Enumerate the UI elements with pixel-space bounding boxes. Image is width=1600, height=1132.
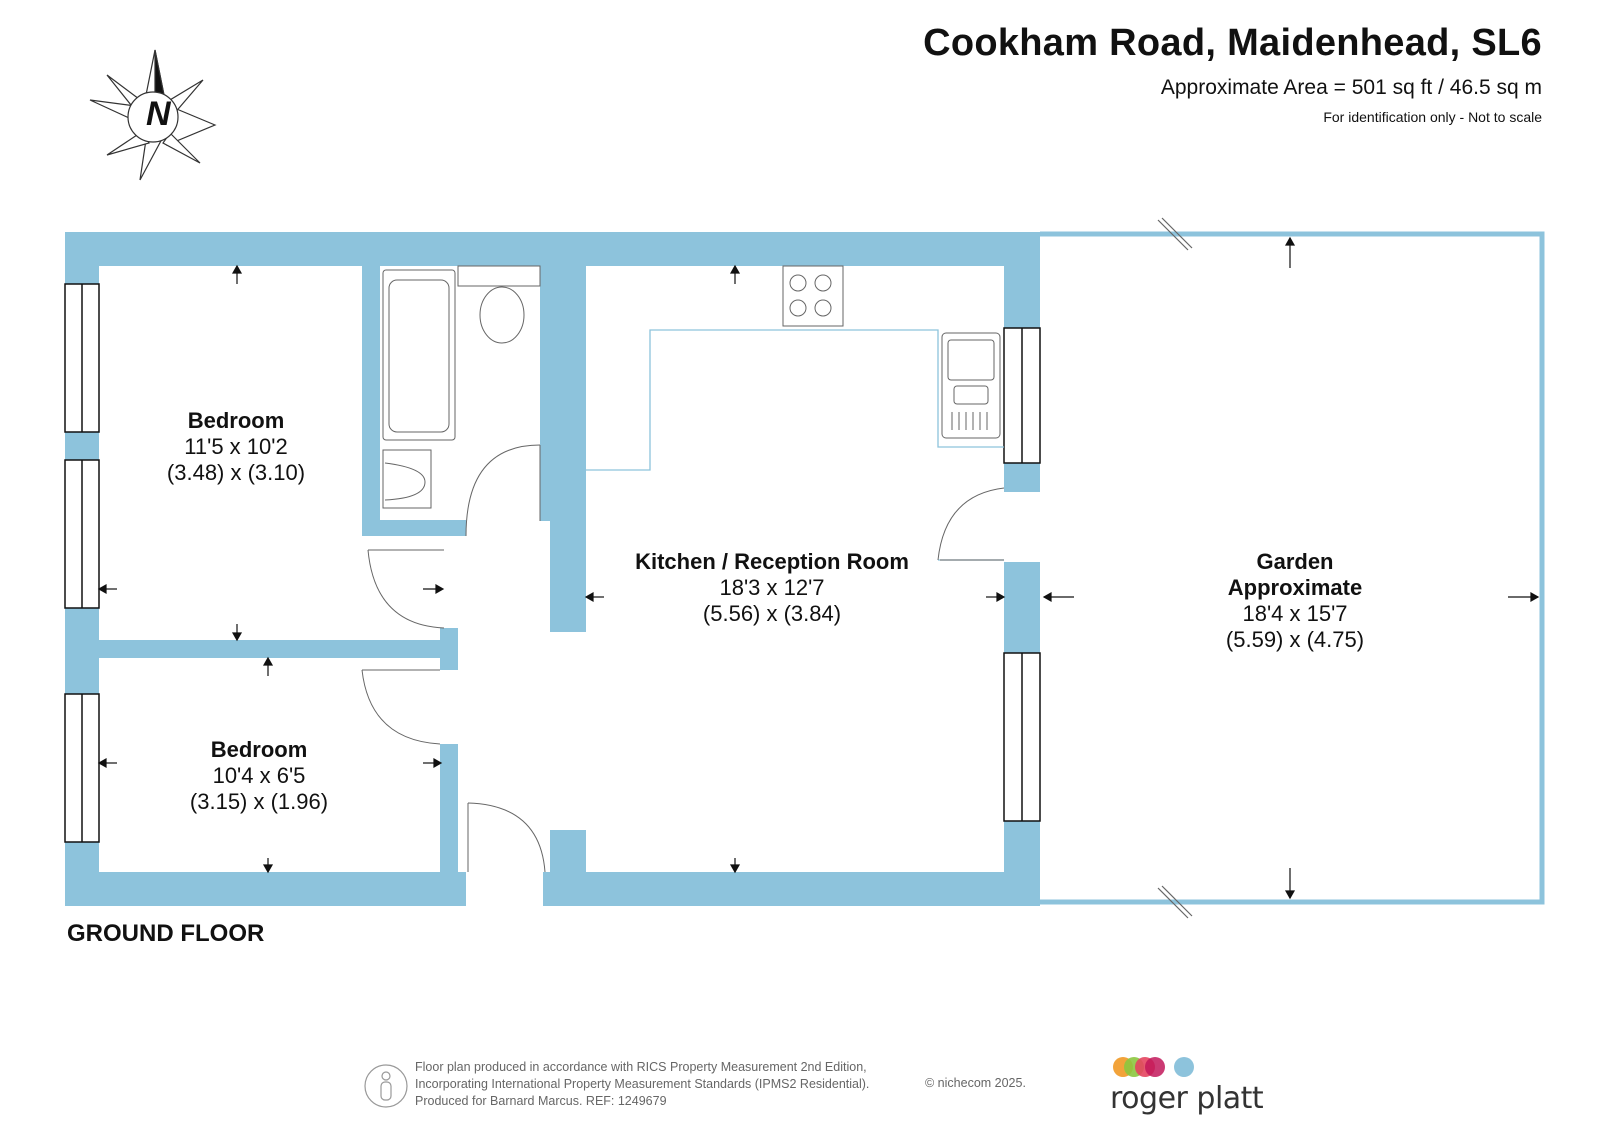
hob-icon	[782, 265, 844, 327]
brand-dots-icon	[1113, 1057, 1194, 1077]
floor-label: GROUND FLOOR	[67, 920, 265, 947]
room-dimensions-imperial: 11'5 x 10'2	[184, 434, 288, 459]
room-label-bedroom-1: Bedroom 11'5 x 10'2 (3.48) x (3.10)	[167, 408, 305, 486]
identification-note: For identification only - Not to scale	[1323, 109, 1542, 125]
compass-north-label: N	[146, 95, 171, 133]
room-dimensions-metric: (5.56) x (3.84)	[702, 601, 842, 626]
room-dimensions-metric: (3.48) x (3.10)	[166, 460, 306, 485]
room-name-qualifier: Approximate	[1227, 575, 1363, 600]
property-title: Cookham Road, Maidenhead, SL6	[923, 22, 1542, 64]
garden-break-marks	[1157, 217, 1193, 919]
footer-line: Produced for Barnard Marcus. REF: 124967…	[415, 1094, 667, 1108]
room-label-kitchen: Kitchen / Reception Room 18'3 x 12'7 (5.…	[635, 549, 909, 627]
measurement-arrows	[97, 236, 1540, 900]
approximate-area: Approximate Area = 501 sq ft / 46.5 sq m	[1160, 76, 1542, 99]
room-dimensions-imperial: 18'3 x 12'7	[719, 575, 825, 600]
room-name: Garden	[1256, 549, 1334, 574]
footer-line: Floor plan produced in accordance with R…	[415, 1060, 867, 1074]
compass-icon	[89, 49, 217, 181]
room-name: Bedroom	[187, 408, 285, 433]
copyright-notice: © nichecom 2025.	[925, 1076, 1026, 1090]
room-label-bedroom-2: Bedroom 10'4 x 6'5 (3.15) x (1.96)	[190, 737, 328, 815]
kitchen-worktop	[586, 329, 1004, 561]
room-dimensions-imperial: 18'4 x 15'7	[1242, 601, 1348, 626]
room-name: Bedroom	[210, 737, 308, 762]
room-name: Kitchen / Reception Room	[635, 549, 909, 574]
garden-outline	[1040, 231, 1545, 905]
footer-disclaimer: Floor plan produced in accordance with R…	[415, 1059, 869, 1110]
room-dimensions-metric: (3.15) x (1.96)	[189, 789, 329, 814]
person-icon	[364, 1064, 408, 1108]
room-dimensions-imperial: 10'4 x 6'5	[212, 763, 306, 788]
sink-icon	[941, 332, 1001, 439]
footer-line: Incorporating International Property Mea…	[415, 1077, 870, 1091]
room-dimensions-metric: (5.59) x (4.75)	[1225, 627, 1365, 652]
bathroom-fixtures	[382, 265, 541, 509]
door-swings	[361, 444, 1005, 873]
walls	[65, 232, 1040, 906]
brand-logo: roger platt	[1110, 1081, 1264, 1116]
room-label-garden: Garden Approximate 18'4 x 15'7 (5.59) x …	[1226, 549, 1364, 653]
windows	[64, 283, 1041, 843]
